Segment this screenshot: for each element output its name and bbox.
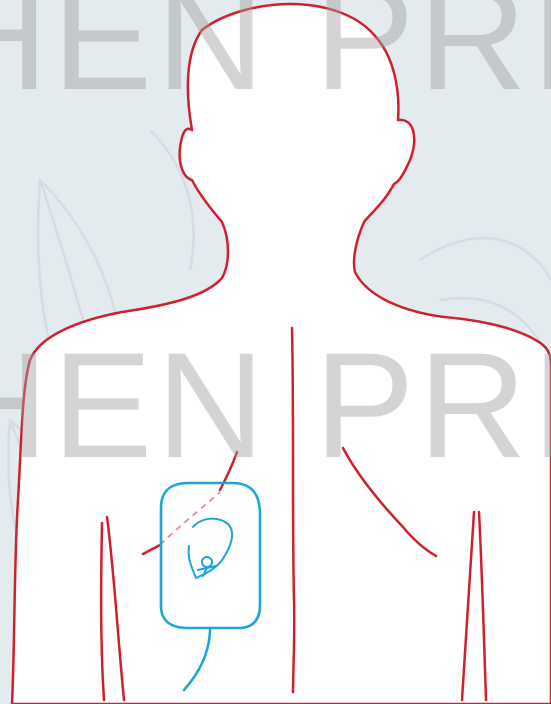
body-outline [12,4,551,704]
